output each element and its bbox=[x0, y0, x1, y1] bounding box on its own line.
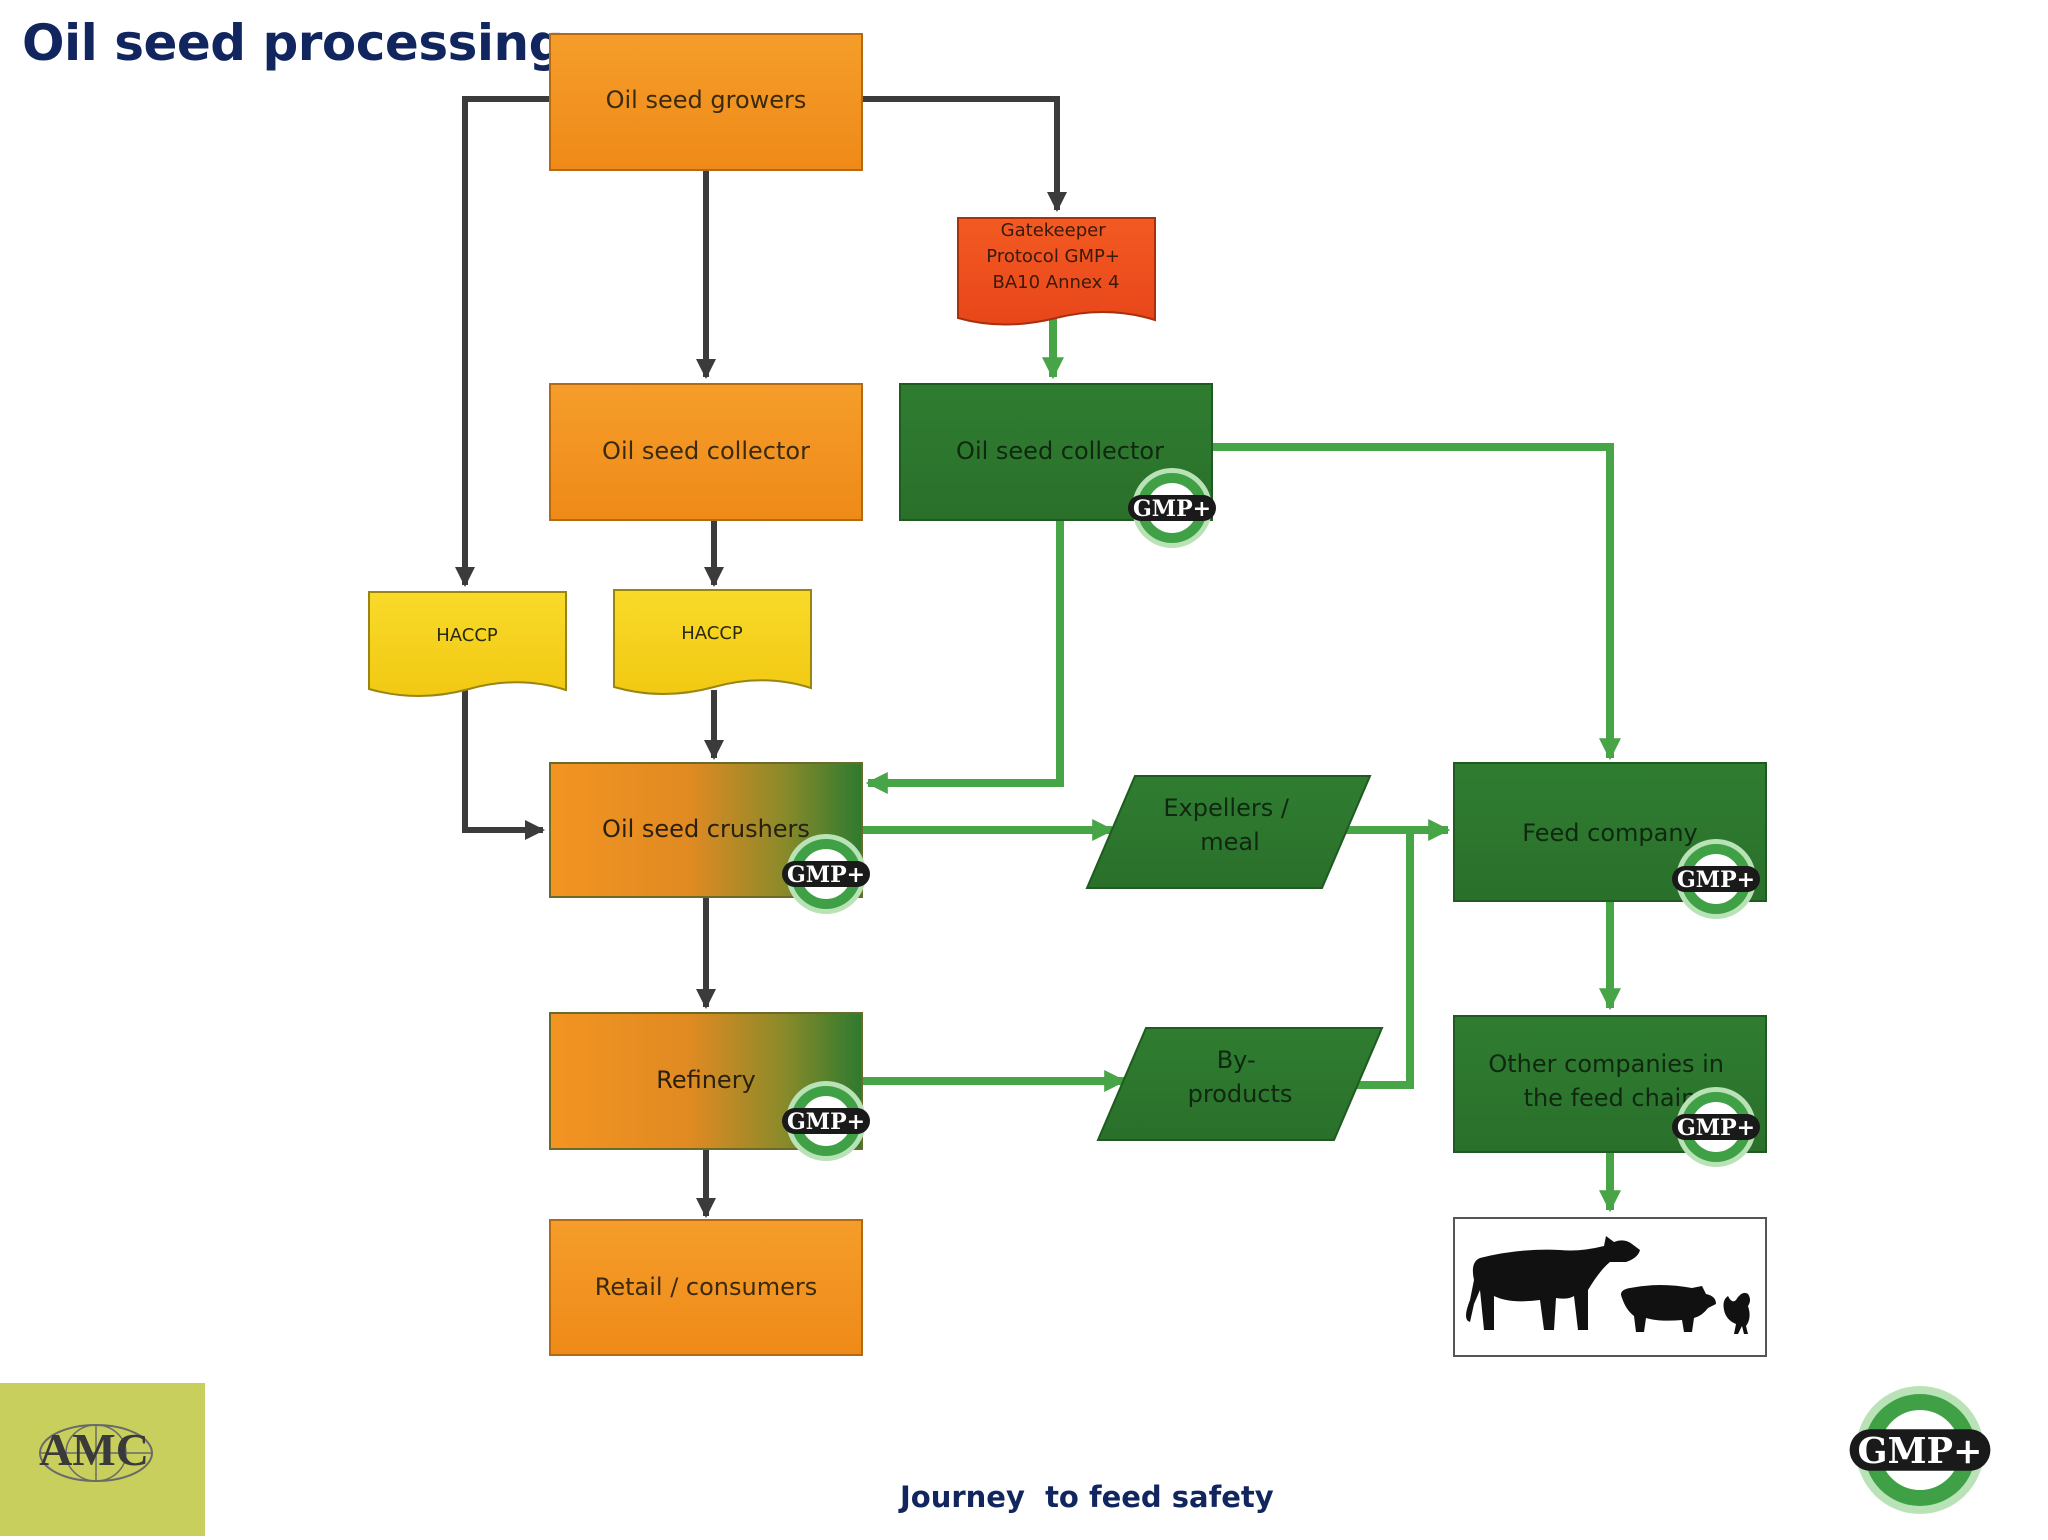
badge-text: GMP+ bbox=[787, 1109, 865, 1135]
node-label: Refinery bbox=[656, 1066, 756, 1094]
node-haccp-right: HACCP bbox=[613, 589, 812, 695]
connector-growers-to-haccp-left bbox=[455, 96, 550, 587]
connector-haccp-left-to-crushers bbox=[462, 690, 545, 840]
badge-band bbox=[782, 861, 870, 887]
cow-icon bbox=[1466, 1236, 1640, 1330]
badge-band bbox=[782, 1108, 870, 1134]
badge-text: GMP+ bbox=[1858, 1431, 1983, 1472]
connector-green-collector-to-feed-company bbox=[1212, 443, 1621, 761]
gmp-badge-icon: GMP+ bbox=[1672, 839, 1760, 919]
badge-text: GMP+ bbox=[1677, 867, 1755, 893]
page-title: Oil seed processing bbox=[22, 14, 564, 72]
badge-text: GMP+ bbox=[1677, 1115, 1755, 1141]
badge-band bbox=[1128, 495, 1216, 521]
gmp-feed-safety-logo: GMP+ bbox=[1849, 1386, 1991, 1514]
amc-logo: AMC bbox=[0, 1383, 205, 1536]
node-label: Oil seed growers bbox=[606, 86, 807, 114]
gmp-badge-icon: GMP+ bbox=[1672, 1087, 1760, 1167]
node-oil-seed-collector: Oil seed collector bbox=[549, 383, 863, 521]
badge-text: GMP+ bbox=[1133, 496, 1211, 522]
connector-byproducts-up-to-feed bbox=[1338, 830, 1414, 1089]
node-label: Expellers / meal bbox=[1163, 794, 1296, 856]
node-label: By- products bbox=[1188, 1046, 1293, 1108]
green-connectors bbox=[862, 316, 1621, 1213]
globe-icon: AMC bbox=[39, 1424, 153, 1482]
node-label: Retail / consumers bbox=[595, 1273, 817, 1301]
node-label: Feed company bbox=[1522, 819, 1698, 847]
connector-growers-to-gatekeeper bbox=[862, 96, 1067, 212]
pig-icon bbox=[1621, 1285, 1716, 1332]
badge-text: GMP+ bbox=[787, 862, 865, 888]
node-expellers-meal: Expellers / meal bbox=[1085, 775, 1372, 889]
node-label: HACCP bbox=[681, 623, 743, 644]
animals-illustration bbox=[1453, 1217, 1767, 1357]
node-refinery: Refinery bbox=[549, 1012, 863, 1150]
badge-band bbox=[1849, 1429, 1991, 1471]
node-gatekeeper-protocol: Gatekeeper Protocol GMP+ BA10 Annex 4 bbox=[957, 217, 1156, 326]
gmp-badge-icon: GMP+ bbox=[782, 834, 870, 914]
node-label: Oil seed collector bbox=[602, 437, 810, 465]
badge-band bbox=[1672, 866, 1760, 892]
node-label: Oil seed crushers bbox=[602, 815, 810, 843]
footer-tagline: Journey to feed safety bbox=[900, 1480, 1274, 1514]
node-label: Gatekeeper Protocol GMP+ BA10 Annex 4 bbox=[986, 220, 1125, 293]
gmp-badge-icon: GMP+ bbox=[782, 1081, 870, 1161]
node-label: Other companies in the feed chain bbox=[1488, 1050, 1731, 1112]
chicken-icon bbox=[1723, 1292, 1750, 1334]
node-label: Oil seed collector bbox=[956, 437, 1164, 465]
node-by-products: By- products bbox=[1096, 1027, 1384, 1141]
dark-connectors bbox=[455, 96, 1067, 1218]
gmp-badge-icon: GMP+ bbox=[1128, 468, 1216, 548]
node-retail-consumers: Retail / consumers bbox=[549, 1219, 863, 1356]
connector-green-collector-to-crushers bbox=[865, 518, 1064, 794]
logo-text: AMC bbox=[39, 1424, 149, 1475]
node-haccp-left: HACCP bbox=[368, 591, 567, 697]
badge-band bbox=[1672, 1114, 1760, 1140]
node-label: HACCP bbox=[436, 625, 498, 646]
node-oil-seed-growers: Oil seed growers bbox=[549, 33, 863, 171]
